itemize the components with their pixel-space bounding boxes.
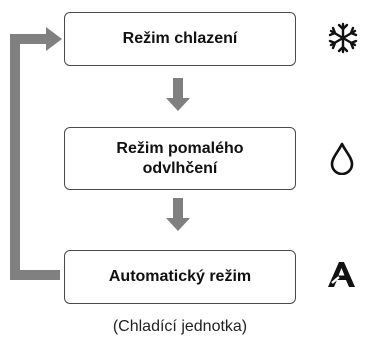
mode-label-cooling: Režim chlazení — [122, 30, 238, 47]
diagram-caption: (Chladící jednotka) — [112, 318, 248, 335]
down-arrow-1 — [166, 78, 190, 111]
mode-box-auto: Automatický režim — [64, 250, 296, 304]
loop-back-arrow — [10, 27, 62, 280]
water-drop-icon — [330, 142, 354, 175]
snowflake-icon — [328, 22, 358, 54]
auto-mode-icon — [328, 262, 355, 287]
down-arrow-2 — [166, 198, 190, 231]
mode-label-slow-dehumidify: Režim pomalého odvlhčení — [116, 139, 244, 177]
mode-box-cooling: Režim chlazení — [64, 12, 296, 66]
mode-label-auto: Automatický režim — [108, 268, 252, 285]
mode-box-slow-dehumidify: Režim pomalého odvlhčení — [64, 127, 296, 190]
